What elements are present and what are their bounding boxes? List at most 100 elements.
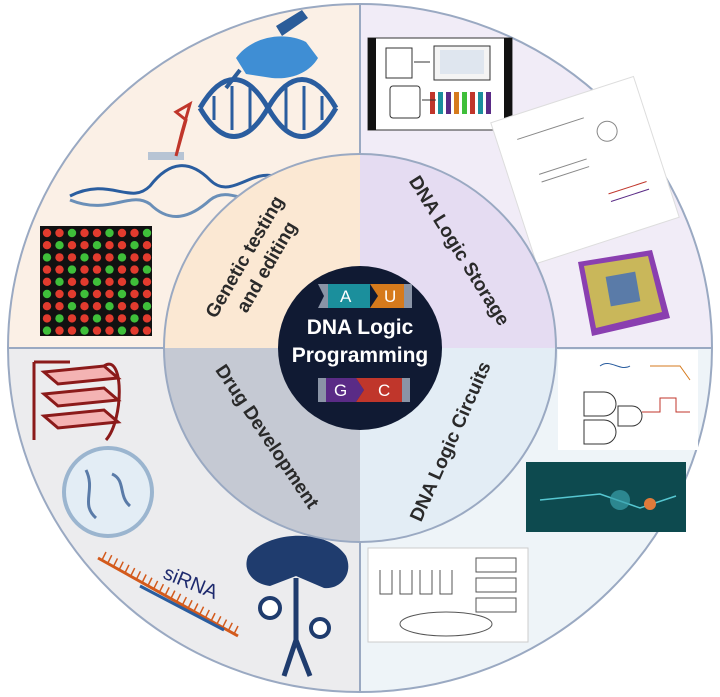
microarray-dot — [142, 277, 152, 286]
microarray-dot — [92, 241, 102, 250]
center-title-line2: Programming — [292, 344, 429, 367]
microarray-dot — [55, 289, 64, 299]
sirna-base-tick — [135, 570, 142, 580]
microarray-dot — [80, 326, 89, 335]
sirna-base-tick — [170, 590, 176, 599]
nucleotide-a: A — [340, 287, 352, 306]
microarray-dot — [105, 302, 114, 311]
microarray-dot — [130, 326, 139, 335]
microarray-dot — [105, 265, 114, 274]
dna-helix-icon — [197, 77, 339, 139]
microarray-dot — [117, 253, 127, 262]
sirna-base-tick — [141, 574, 147, 583]
microarray-dot — [130, 241, 139, 250]
microarray-dot — [55, 277, 64, 286]
nucleotide-g-badge: G — [318, 378, 364, 402]
storage-chip-icon — [578, 250, 670, 336]
microarray-dot — [117, 289, 127, 299]
microarray-dot — [142, 289, 152, 299]
microarray-dot — [92, 265, 102, 274]
nucleotide-u: U — [384, 287, 396, 306]
microarray-dot — [55, 253, 64, 262]
drug-development-illustrations: siRNA — [32, 360, 349, 677]
microarray-dot — [80, 302, 89, 311]
microarray-dot — [42, 253, 52, 262]
microarray-dot — [67, 289, 77, 299]
microarray-dot — [142, 326, 152, 335]
microarray-dot — [42, 326, 52, 335]
microarray-dot — [142, 265, 152, 274]
center-hub: A U DNA Logic Programming G C — [278, 266, 442, 430]
microarray-dot — [42, 277, 52, 286]
microarray-dot — [130, 314, 139, 323]
storage-color-bar — [470, 92, 475, 114]
storage-color-bar — [454, 92, 459, 114]
center-title-line1: DNA Logic — [307, 316, 414, 339]
microarray-dot — [80, 289, 89, 299]
sirna-base-tick — [181, 596, 188, 606]
microarray-dot — [42, 241, 52, 250]
sirna-base-tick — [101, 551, 107, 561]
microarray-dot — [55, 228, 64, 238]
microarray-dot — [67, 265, 77, 274]
sirna-base-tick — [210, 612, 216, 622]
microarray-dot — [105, 253, 114, 262]
microarray-dot — [67, 253, 77, 262]
microarray-dot — [130, 289, 139, 299]
microarray-dot — [130, 302, 139, 311]
microarray-dot — [105, 314, 114, 323]
microarray-dot — [92, 302, 102, 311]
microarray-dot — [92, 289, 102, 299]
genetic-editing-illustrations — [40, 10, 339, 336]
storage-color-bar — [486, 92, 491, 114]
microarray-dot — [55, 241, 64, 250]
storage-color-bar — [462, 92, 467, 114]
microarray-dot — [55, 326, 64, 335]
microarray-dot — [105, 326, 114, 335]
sirna-base-tick — [198, 606, 205, 616]
microarray-dot — [80, 277, 89, 286]
microarray-dot — [42, 265, 52, 274]
microarray-dot — [67, 326, 77, 335]
dna-storage-workflow-icon — [367, 37, 513, 131]
logic-gate-figure-icon — [558, 350, 698, 450]
microarray-dot — [105, 241, 114, 250]
microarray-dot — [80, 314, 89, 323]
microarray-dot — [92, 314, 102, 323]
microarray-dot — [105, 228, 114, 238]
microarray-dot — [92, 228, 102, 238]
sirna-base-tick — [118, 561, 124, 570]
nucleotide-c-badge: C — [356, 378, 410, 402]
microarray-dot — [55, 314, 64, 323]
nucleotide-g: G — [334, 381, 347, 400]
microarray-dot — [142, 253, 152, 262]
microarray-dot — [117, 326, 127, 335]
storage-color-bar — [478, 92, 483, 114]
inner-ring-border — [163, 153, 557, 543]
nucleotide-u-badge: U — [370, 284, 412, 308]
sirna-base-tick — [221, 619, 228, 628]
microarray-dot — [92, 253, 102, 262]
sirna-base-tick — [130, 567, 136, 577]
sirna-base-tick — [147, 577, 153, 587]
dna-multiplexer-figure-icon — [367, 547, 529, 643]
vesicle-icon — [62, 446, 154, 538]
sirna-base-tick — [107, 554, 113, 564]
sirna-base-tick — [124, 564, 130, 574]
storage-color-bar — [438, 92, 443, 114]
microarray-dot — [67, 314, 77, 323]
microarray-dot — [92, 277, 102, 286]
sirna-base-tick — [204, 609, 210, 619]
microarray-dot — [80, 265, 89, 274]
microarray-dot — [42, 314, 52, 323]
storage-diagram-paper-icon — [490, 75, 680, 265]
sirna-base-tick — [216, 616, 222, 625]
sirna-base-tick — [233, 625, 239, 635]
microarray-dot — [92, 326, 102, 335]
microarray-dot — [130, 265, 139, 274]
microarray-dot — [42, 302, 52, 311]
sirna-base-tick — [175, 593, 182, 603]
storage-illustrations — [367, 37, 680, 336]
storage-color-bar — [430, 92, 435, 114]
